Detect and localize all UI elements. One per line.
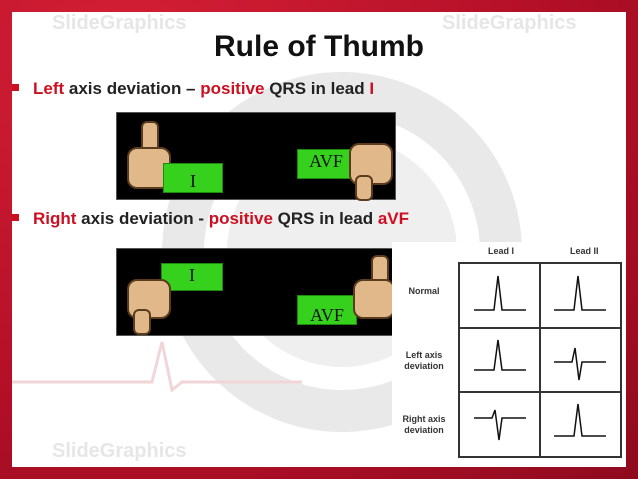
thumb-down-icon — [355, 175, 373, 201]
row-label-normal: Normal — [408, 286, 440, 296]
arm-label-avf: AVF — [297, 295, 357, 325]
bullet-keyword: positive — [208, 209, 273, 228]
fist-icon — [353, 279, 395, 319]
ecg-wave-normal-lead-ii — [554, 275, 606, 311]
bullet-right-axis: Right axis deviation - positive QRS in l… — [12, 209, 409, 229]
arm-label-avf: AVF — [297, 149, 355, 179]
watermark: SlideGraphics — [52, 440, 187, 462]
thumb-panel-left-axis: I AVF — [116, 112, 396, 201]
slide-title: Rule of Thumb — [214, 30, 424, 63]
bullet-left-axis: Left axis deviation – positive QRS in le… — [12, 79, 374, 99]
bullet-marker — [12, 214, 19, 222]
bullet-lead: I — [369, 79, 375, 98]
bullet-marker — [12, 84, 19, 92]
watermark: SlideGraphics — [442, 12, 577, 34]
thumb-panel-right-axis: I AVF — [116, 248, 396, 336]
row-label-left-axis: Left axis deviation — [404, 350, 444, 371]
ecg-wave-right-lead-ii — [554, 403, 606, 437]
ecg-waveforms — [460, 264, 620, 456]
bullet-text: axis deviation - — [76, 209, 209, 228]
bullet-keyword: Left — [33, 79, 65, 98]
background-ecg-trace — [12, 341, 302, 392]
ecg-wave-right-lead-i — [474, 409, 526, 441]
row-label-right-axis: Right axis deviation — [402, 414, 446, 435]
slide: SlideGraphics SlideGraphics SlideGraphic… — [12, 12, 626, 467]
ecg-axis-table: Lead I Lead II Normal Left axis deviatio… — [392, 242, 626, 467]
thumb-down-icon — [133, 309, 151, 335]
arm-label-i: I — [161, 263, 223, 291]
ecg-wave-left-lead-i — [474, 339, 526, 371]
ecg-wave-left-lead-ii — [554, 347, 606, 381]
arm-label-i: I — [163, 163, 223, 193]
bullet-keyword: positive — [200, 79, 265, 98]
column-header-lead-ii: Lead II — [570, 246, 599, 256]
bullet-keyword: Right — [33, 209, 77, 228]
bullet-lead: aVF — [377, 209, 409, 228]
ecg-grid — [458, 262, 622, 458]
bullet-text: axis deviation – — [64, 79, 201, 98]
bullet-text: QRS in lead — [264, 79, 370, 98]
watermark: SlideGraphics — [52, 12, 187, 34]
ecg-wave-normal-lead-i — [474, 275, 526, 311]
bullet-text: QRS in lead — [272, 209, 378, 228]
column-header-lead-i: Lead I — [488, 246, 515, 256]
